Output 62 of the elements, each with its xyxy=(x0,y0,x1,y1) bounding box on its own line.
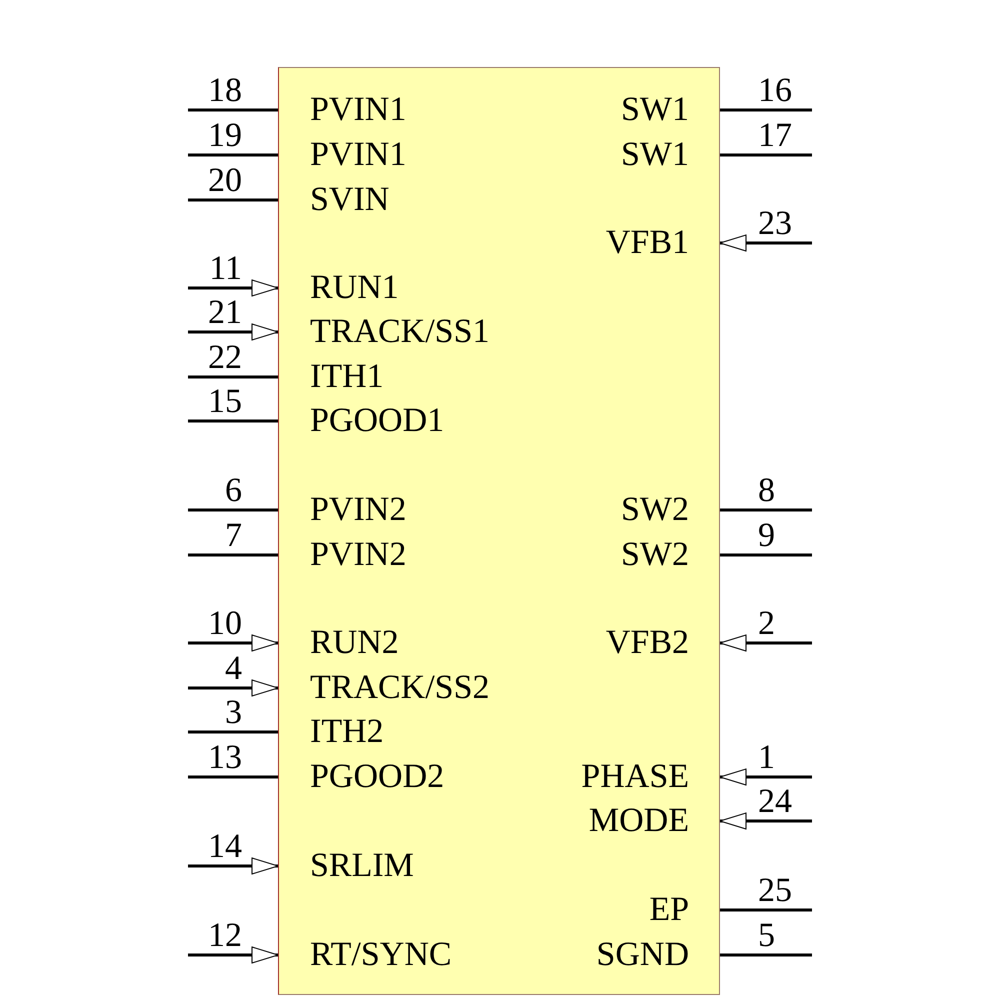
pin-number: 16 xyxy=(758,74,792,108)
pin-name: RUN1 xyxy=(279,268,519,308)
pin-line xyxy=(188,154,278,156)
pin-line xyxy=(188,108,278,112)
pin-number: 6 xyxy=(225,474,242,508)
pin-name: MODE xyxy=(479,801,719,841)
pin-number: 17 xyxy=(758,119,792,153)
pin-name: PGOOD1 xyxy=(279,401,519,441)
input-pin-arrow xyxy=(188,280,278,296)
pin-name: ITH2 xyxy=(279,712,519,752)
input-pin-arrow xyxy=(188,634,278,652)
pin-line xyxy=(188,420,278,422)
pin-line xyxy=(720,108,812,112)
pin-number: 2 xyxy=(758,607,775,641)
pin-number: 21 xyxy=(208,296,242,330)
pin-line xyxy=(188,376,278,378)
pin-line xyxy=(188,508,278,512)
pin-number: 20 xyxy=(208,164,242,198)
pin-line xyxy=(720,554,812,556)
pin-name: VFB1 xyxy=(479,223,719,263)
pin-number: 10 xyxy=(208,607,242,641)
pin-number: 22 xyxy=(208,341,242,375)
pin-name: TRACK/SS2 xyxy=(279,668,519,708)
pin-line xyxy=(188,198,278,202)
pin-line xyxy=(188,554,278,556)
pin-name: SVIN xyxy=(279,180,519,220)
chip-body xyxy=(278,67,720,995)
pin-name: SRLIM xyxy=(279,846,519,886)
pin-number: 14 xyxy=(208,830,242,864)
pin-name: EP xyxy=(479,890,719,930)
pin-number: 25 xyxy=(758,874,792,908)
pin-number: 18 xyxy=(208,74,242,108)
pin-number: 5 xyxy=(758,919,775,953)
pin-name: TRACK/SS1 xyxy=(279,312,519,352)
input-pin-arrow xyxy=(188,858,278,874)
pin-line xyxy=(720,908,812,912)
pin-number: 23 xyxy=(758,207,792,241)
pin-line xyxy=(720,154,812,156)
pin-number: 19 xyxy=(208,119,242,153)
pin-name: ITH1 xyxy=(279,357,519,397)
pin-line xyxy=(720,954,812,956)
input-pin-arrow xyxy=(720,634,812,652)
pin-line xyxy=(188,776,278,778)
pin-number: 1 xyxy=(758,741,775,775)
pin-number: 7 xyxy=(225,519,242,553)
pin-number: 13 xyxy=(208,741,242,775)
pin-number: 15 xyxy=(208,385,242,419)
input-pin-arrow xyxy=(720,768,812,786)
pin-number: 9 xyxy=(758,519,775,553)
input-pin-arrow xyxy=(188,946,278,964)
input-pin-arrow xyxy=(188,324,278,340)
pin-number: 8 xyxy=(758,474,775,508)
pin-line xyxy=(188,730,278,734)
pin-number: 4 xyxy=(225,652,242,686)
pin-number: 24 xyxy=(758,785,792,819)
pin-number: 3 xyxy=(225,696,242,730)
input-pin-arrow xyxy=(188,680,278,696)
input-pin-arrow xyxy=(720,812,812,830)
pin-line xyxy=(720,508,812,512)
input-pin-arrow xyxy=(720,234,812,252)
pin-number: 12 xyxy=(208,919,242,953)
pin-number: 11 xyxy=(209,252,242,286)
